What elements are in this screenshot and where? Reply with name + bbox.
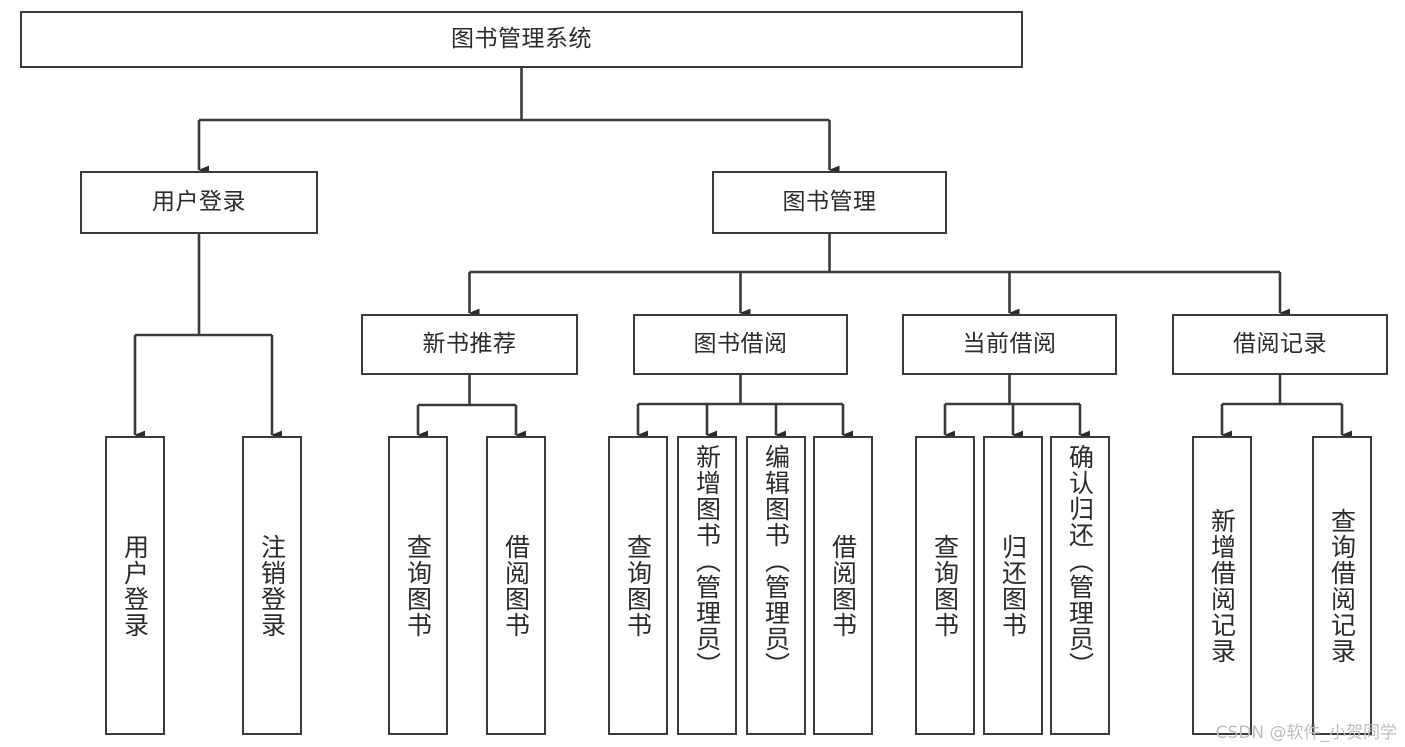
node-leaf-add-record-label: 新增借阅记录 (1207, 507, 1237, 664)
node-leaf-return-book[interactable]: 归还图书 (983, 436, 1043, 735)
node-leaf-query-book-rec-label: 查询图书 (403, 533, 433, 638)
node-borrow-record-label: 借阅记录 (1233, 331, 1327, 357)
node-root[interactable]: 图书管理系统 (20, 11, 1023, 68)
node-leaf-query-book-cur-label: 查询图书 (930, 533, 960, 638)
watermark-text: CSDN @软件_小贺同学 (1215, 723, 1397, 743)
node-book-borrow-label: 图书借阅 (693, 331, 788, 357)
node-current-borrow[interactable]: 当前借阅 (902, 314, 1117, 375)
node-leaf-query-book-cur[interactable]: 查询图书 (915, 436, 975, 735)
node-leaf-borrow-book[interactable]: 借阅图书 (813, 436, 873, 735)
node-leaf-add-book[interactable]: 新增图书（管理员） (677, 436, 737, 735)
node-leaf-edit-book[interactable]: 编辑图书（管理员） (746, 436, 806, 735)
node-leaf-add-book-label: 新增图书（管理员） (692, 444, 722, 678)
node-leaf-query-record[interactable]: 查询借阅记录 (1312, 436, 1372, 735)
node-leaf-user-logout-label: 注销登录 (257, 533, 287, 638)
node-user-login[interactable]: 用户登录 (80, 171, 318, 234)
node-leaf-query-book-label: 查询图书 (623, 533, 653, 638)
node-borrow-record[interactable]: 借阅记录 (1172, 314, 1388, 375)
node-leaf-borrow-book-label: 借阅图书 (828, 533, 858, 638)
node-leaf-confirm-return-label: 确认归还（管理员） (1065, 444, 1095, 678)
node-book-manage-label: 图书管理 (782, 189, 877, 215)
node-leaf-query-record-label: 查询借阅记录 (1327, 507, 1357, 664)
node-leaf-user-login[interactable]: 用户登录 (105, 436, 165, 735)
node-new-book-rec[interactable]: 新书推荐 (361, 314, 578, 375)
edge-group (133, 68, 1353, 440)
node-leaf-user-login-label: 用户登录 (120, 533, 150, 638)
node-root-label: 图书管理系统 (451, 26, 592, 52)
node-leaf-return-book-label: 归还图书 (998, 533, 1028, 638)
node-user-login-label: 用户登录 (152, 189, 246, 215)
node-new-book-rec-label: 新书推荐 (422, 331, 517, 357)
node-leaf-add-record[interactable]: 新增借阅记录 (1192, 436, 1252, 735)
node-current-borrow-label: 当前借阅 (962, 331, 1057, 357)
node-leaf-query-book-rec[interactable]: 查询图书 (388, 436, 448, 735)
node-leaf-confirm-return[interactable]: 确认归还（管理员） (1050, 436, 1110, 735)
node-leaf-borrow-book-rec[interactable]: 借阅图书 (486, 436, 546, 735)
node-leaf-user-logout[interactable]: 注销登录 (242, 436, 302, 735)
node-leaf-edit-book-label: 编辑图书（管理员） (761, 444, 791, 678)
node-leaf-borrow-book-rec-label: 借阅图书 (501, 533, 531, 638)
node-book-borrow[interactable]: 图书借阅 (633, 314, 848, 375)
node-book-manage[interactable]: 图书管理 (712, 171, 947, 234)
node-leaf-query-book[interactable]: 查询图书 (608, 436, 668, 735)
